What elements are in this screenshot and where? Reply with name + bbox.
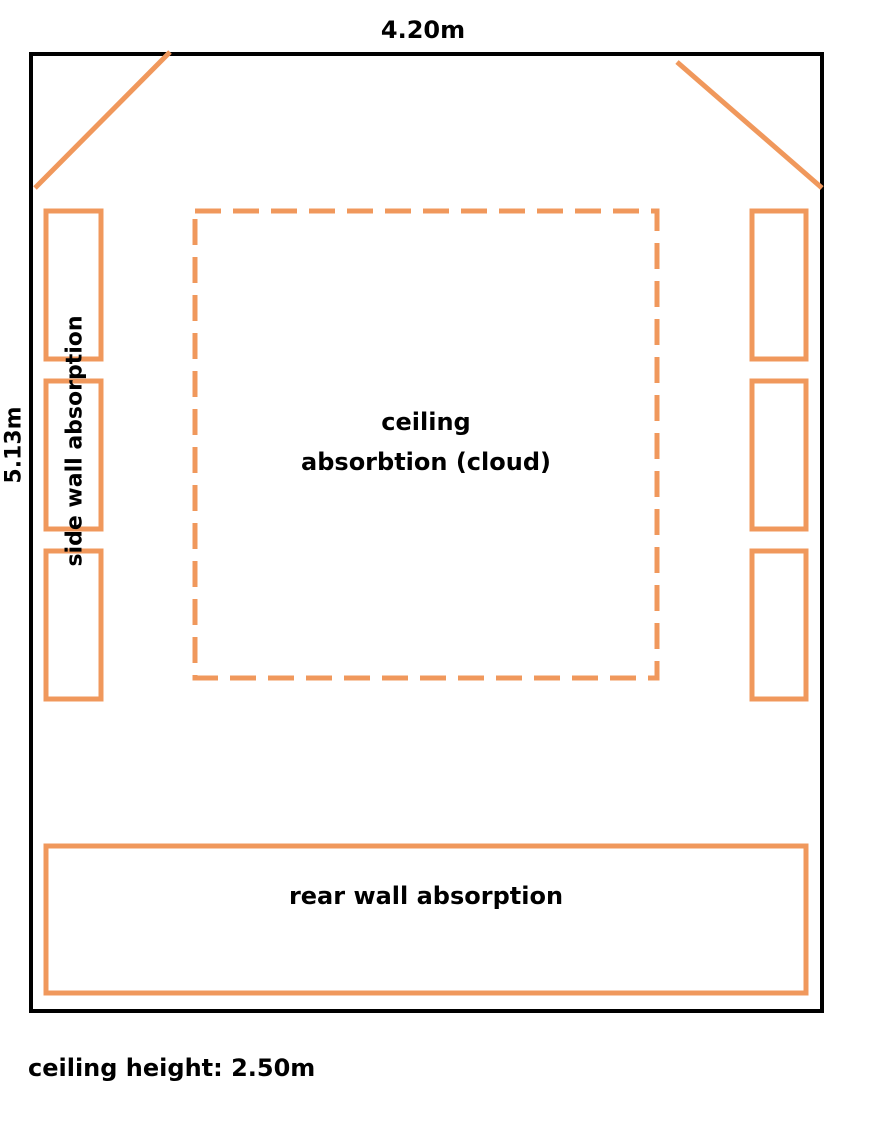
side-wall-panel-left-1 bbox=[43, 208, 104, 362]
side-wall-panel-right-3 bbox=[749, 548, 809, 702]
side-wall-panel-right-2 bbox=[749, 378, 809, 532]
side-wall-panel-left-2 bbox=[43, 378, 104, 532]
rear-wall-absorption-label: rear wall absorption bbox=[288, 882, 564, 910]
room-outline bbox=[29, 52, 824, 1013]
ceiling-cloud-label-line-2: absorbtion (cloud) bbox=[301, 448, 551, 476]
ceiling-cloud bbox=[192, 208, 660, 681]
ceiling-height-label: ceiling height: 2.50m bbox=[28, 1054, 316, 1082]
side-wall-absorption-label: side wall absorption bbox=[62, 315, 88, 567]
room-length-label: 5.13m bbox=[1, 406, 27, 484]
corner-trap-front-right bbox=[675, 60, 824, 190]
ceiling-cloud-label: ceiling absorbtion (cloud) bbox=[195, 402, 657, 482]
ceiling-cloud-label-line-1: ceiling bbox=[381, 408, 471, 436]
corner-trap-front-left bbox=[33, 50, 172, 190]
rear-wall-panel bbox=[43, 843, 809, 996]
side-wall-panel-right-1 bbox=[749, 208, 809, 362]
room-width-label: 4.20m bbox=[380, 16, 466, 44]
side-wall-panel-left-3 bbox=[43, 548, 104, 702]
